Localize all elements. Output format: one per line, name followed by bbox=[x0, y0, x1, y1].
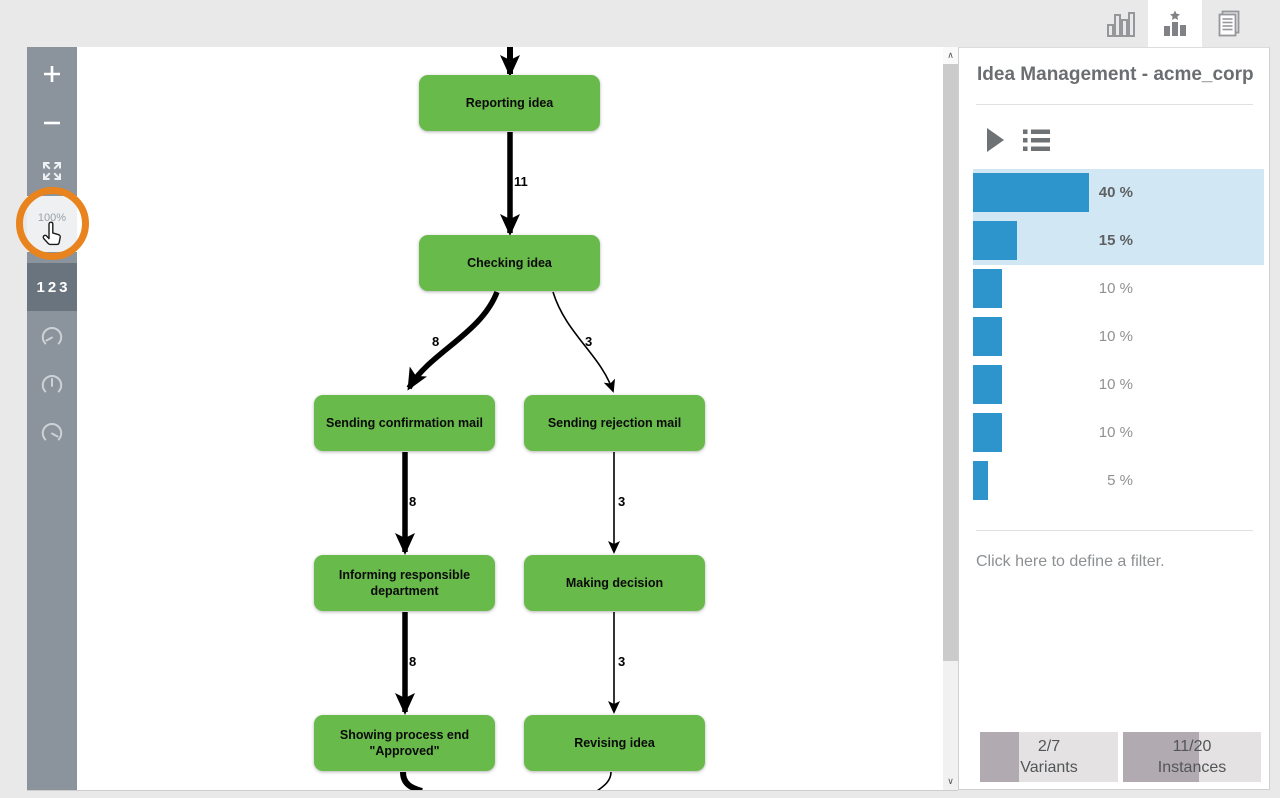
variant-percent-label: 5 % bbox=[1107, 472, 1133, 489]
node-label: Sending confirmation mail bbox=[326, 415, 483, 430]
gauge-mid-icon bbox=[41, 375, 63, 393]
variant-row[interactable]: 15 % bbox=[973, 217, 1264, 265]
node-label: Revising idea bbox=[574, 735, 655, 750]
variant-percent-label: 10 % bbox=[1098, 424, 1133, 441]
document-pages-icon bbox=[1218, 10, 1240, 36]
variant-percent-label: 15 % bbox=[1098, 232, 1133, 249]
filter-hint[interactable]: Click here to define a filter. bbox=[976, 553, 1165, 570]
scroll-thumb[interactable] bbox=[943, 64, 958, 661]
page-title: Idea Management - acme_corp bbox=[977, 64, 1254, 85]
edge-count-label: 8 bbox=[432, 334, 440, 349]
process-canvas[interactable]: Reporting idea Checking idea Sending con… bbox=[77, 47, 943, 790]
instances-stat: 11/20 Instances bbox=[1123, 732, 1261, 782]
variant-row[interactable]: 10 % bbox=[973, 313, 1264, 361]
node-label: Showing process end "Approved" bbox=[339, 727, 470, 758]
variant-list-button[interactable] bbox=[1023, 129, 1050, 157]
play-button[interactable] bbox=[985, 127, 1005, 158]
node-label: Informing responsible department bbox=[338, 567, 471, 598]
variant-frequency-chart: 40 % 15 % 10 % 10 % 10 % 10 % 5 % bbox=[973, 169, 1264, 505]
process-node-sending-confirmation-mail[interactable]: Sending confirmation mail bbox=[314, 395, 495, 451]
vertical-scrollbar[interactable]: ∧ ∨ bbox=[943, 47, 958, 790]
speed-slow-button[interactable] bbox=[27, 324, 77, 350]
scroll-up-arrow[interactable]: ∧ bbox=[943, 47, 958, 64]
column-chart-icon bbox=[1107, 11, 1135, 37]
zoom-toolbar: 100% 123 bbox=[27, 47, 77, 790]
divider bbox=[976, 530, 1253, 531]
play-icon bbox=[987, 128, 1004, 152]
variants-value: 2/7 bbox=[1037, 738, 1061, 755]
view-tabs bbox=[1094, 0, 1256, 47]
plus-icon bbox=[44, 66, 60, 82]
variant-row[interactable]: 10 % bbox=[973, 361, 1264, 409]
variant-bar bbox=[973, 269, 1002, 308]
sidebar: Idea Management - acme_corp 40 % 15 % 10 %… bbox=[958, 47, 1270, 790]
minus-icon bbox=[44, 121, 60, 125]
gauge-high-icon bbox=[41, 423, 63, 441]
edge-count-label: 3 bbox=[618, 494, 626, 509]
node-label: Making decision bbox=[565, 575, 664, 590]
variants-stat: 2/7 Variants bbox=[980, 732, 1118, 782]
variant-row[interactable]: 10 % bbox=[973, 409, 1264, 457]
instances-label: Instances bbox=[1157, 759, 1227, 776]
variant-percent-label: 10 % bbox=[1098, 376, 1133, 393]
expand-arrows-icon bbox=[43, 162, 61, 180]
edge-count-label: 8 bbox=[409, 494, 417, 509]
zoom-in-button[interactable] bbox=[27, 55, 77, 93]
process-node-showing-process-end-approved[interactable]: Showing process end "Approved" bbox=[314, 715, 495, 771]
zoom-level-button[interactable]: 100% bbox=[27, 196, 77, 252]
edge-count-label: 11 bbox=[514, 174, 528, 189]
instances-stat-fill bbox=[1123, 732, 1199, 782]
node-label: Reporting idea bbox=[465, 95, 554, 110]
gauge-low-icon bbox=[41, 327, 63, 345]
variant-bar bbox=[973, 173, 1089, 212]
canvas-bottom-border bbox=[27, 790, 958, 791]
scroll-down-arrow[interactable]: ∨ bbox=[943, 773, 958, 790]
variant-row[interactable]: 5 % bbox=[973, 457, 1264, 505]
process-node-checking-idea[interactable]: Checking idea bbox=[419, 235, 600, 291]
zoom-out-button[interactable] bbox=[27, 104, 77, 142]
variants-label: Variants bbox=[1020, 759, 1078, 776]
tab-chart-view[interactable] bbox=[1094, 0, 1148, 47]
top-bar bbox=[0, 0, 1280, 47]
edge-count-label: 8 bbox=[409, 654, 417, 669]
variant-bar bbox=[973, 317, 1002, 356]
variant-bar bbox=[973, 365, 1002, 404]
process-node-reporting-idea[interactable]: Reporting idea bbox=[419, 75, 600, 131]
show-numbers-button[interactable]: 123 bbox=[27, 263, 77, 311]
process-node-informing-responsible-department[interactable]: Informing responsible department bbox=[314, 555, 495, 611]
variant-bar bbox=[973, 461, 988, 500]
divider bbox=[976, 104, 1253, 105]
node-label: Sending rejection mail bbox=[547, 415, 682, 430]
tab-variant-explorer[interactable] bbox=[1148, 0, 1202, 47]
variant-bar bbox=[973, 221, 1017, 260]
tab-log-view[interactable] bbox=[1202, 0, 1256, 47]
variants-stat-fill bbox=[980, 732, 1020, 782]
variant-row[interactable]: 40 % bbox=[973, 169, 1264, 217]
variant-percent-label: 10 % bbox=[1098, 280, 1133, 297]
fit-to-screen-button[interactable] bbox=[27, 152, 77, 190]
variant-percent-label: 10 % bbox=[1098, 328, 1133, 345]
process-node-revising-idea[interactable]: Revising idea bbox=[524, 715, 705, 771]
list-icon bbox=[1023, 129, 1050, 151]
instances-value: 11/20 bbox=[1172, 738, 1212, 755]
variant-row[interactable]: 10 % bbox=[973, 265, 1264, 313]
speed-fast-button[interactable] bbox=[27, 420, 77, 446]
star-podium-icon bbox=[1164, 10, 1186, 36]
variant-percent-label: 40 % bbox=[1098, 184, 1133, 201]
edge-count-label: 3 bbox=[585, 334, 593, 349]
node-label: Checking idea bbox=[467, 255, 552, 270]
edge-count-label: 3 bbox=[618, 654, 626, 669]
process-edges bbox=[395, 47, 620, 790]
process-node-sending-rejection-mail[interactable]: Sending rejection mail bbox=[524, 395, 705, 451]
speed-medium-button[interactable] bbox=[27, 372, 77, 398]
process-node-making-decision[interactable]: Making decision bbox=[524, 555, 705, 611]
variant-bar bbox=[973, 413, 1002, 452]
